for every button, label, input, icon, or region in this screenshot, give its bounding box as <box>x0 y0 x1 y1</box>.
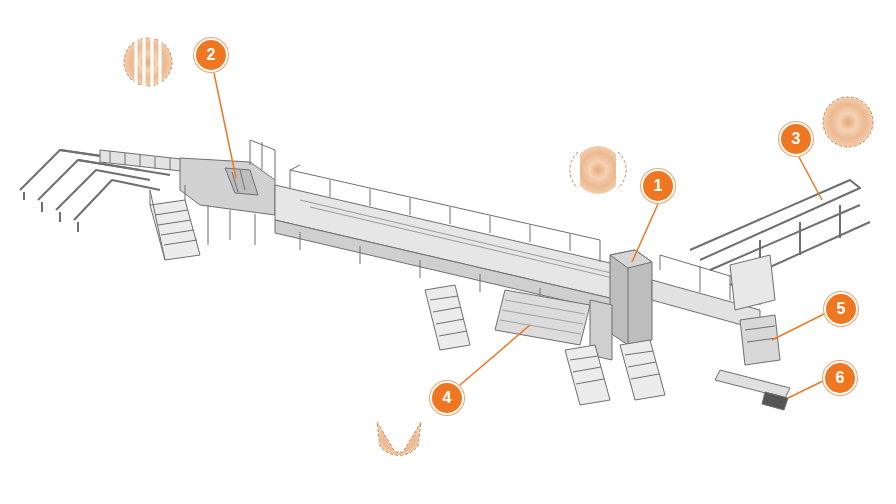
callout-circle: 1 <box>641 169 675 203</box>
callout-number: 4 <box>443 390 452 406</box>
callout-number: 2 <box>207 47 216 63</box>
callout-circle: 5 <box>824 292 858 326</box>
callout-circle: 2 <box>194 38 228 72</box>
callout-number: 1 <box>654 178 663 194</box>
callout-circle: 3 <box>779 122 813 156</box>
callout-circle: 6 <box>823 361 857 395</box>
callout-number: 3 <box>792 131 801 147</box>
callout-number: 5 <box>837 301 846 317</box>
callout-circle: 4 <box>430 381 464 415</box>
callout-number: 6 <box>836 370 845 386</box>
